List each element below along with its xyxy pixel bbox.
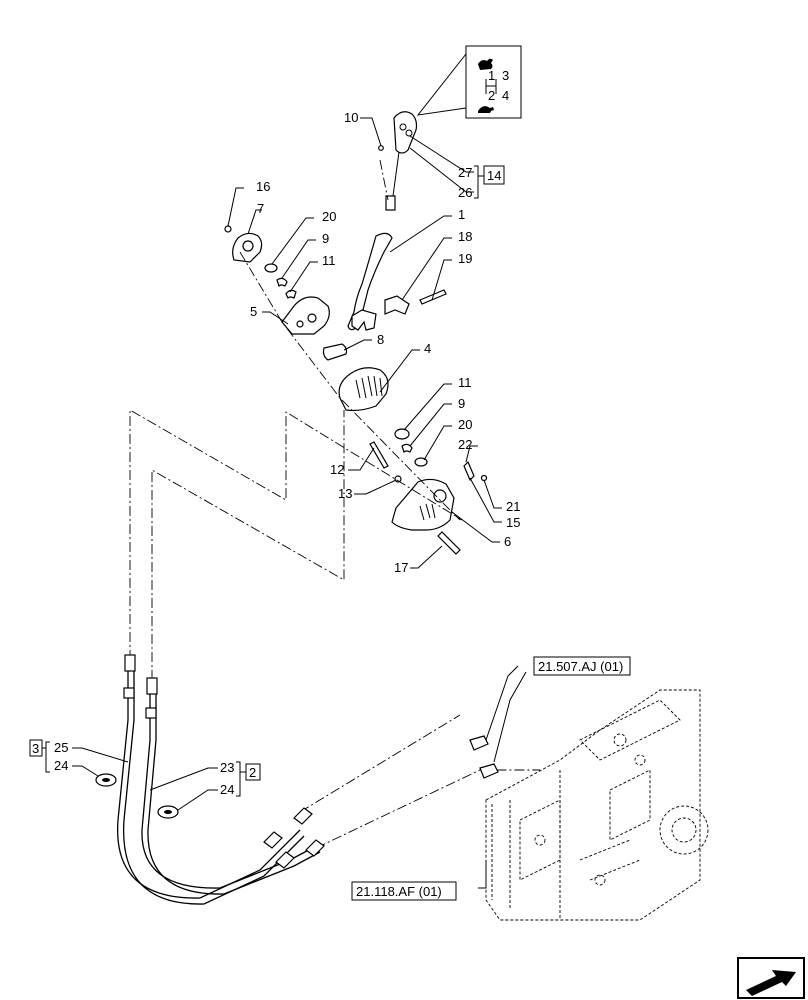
fitting-upper xyxy=(469,735,489,751)
part-8-shaft xyxy=(322,343,348,361)
part-18-bracket xyxy=(384,295,410,315)
bracket-3 xyxy=(45,741,50,773)
bracket-2 xyxy=(236,761,241,797)
group-3-box xyxy=(29,739,43,757)
callout-11-lower: 11 xyxy=(458,375,472,390)
gear-label-1: 1 xyxy=(488,68,495,83)
gear-knob xyxy=(385,111,418,211)
callout-24-right: 24 xyxy=(220,782,234,797)
part-16-bolt xyxy=(224,225,232,233)
callout-24-left: 24 xyxy=(54,758,68,773)
callout-2: 2 xyxy=(249,765,256,780)
fitting-lower xyxy=(479,763,499,779)
callout-12: 12 xyxy=(330,462,344,477)
callout-11-upper: 11 xyxy=(322,253,336,268)
centerline-knob xyxy=(379,159,389,201)
ref-box-top[interactable] xyxy=(533,656,631,676)
group-brackets xyxy=(42,165,484,797)
gear-label-3: 3 xyxy=(502,68,509,83)
gear-pattern-inset: 1 3 2 4 xyxy=(416,45,522,119)
shift-cables xyxy=(116,654,325,905)
callout-21: 21 xyxy=(506,499,520,514)
callout-18: 18 xyxy=(458,229,472,244)
part-12-bolt xyxy=(369,441,389,469)
centerline-cable-a xyxy=(129,409,463,660)
callout-7: 7 xyxy=(257,201,264,216)
part-11-ring-lower xyxy=(394,428,410,440)
part-9-clip-upper xyxy=(276,277,288,288)
part-10-screw xyxy=(378,145,384,151)
centerline-cable-end-a xyxy=(299,714,461,813)
callout-17: 17 xyxy=(394,560,408,575)
part-9-clip-lower xyxy=(401,443,413,454)
centerline-cable-b xyxy=(151,410,345,680)
part-11-ring-upper xyxy=(285,289,297,300)
gear-label-4: 4 xyxy=(502,88,509,103)
callout-19: 19 xyxy=(458,251,472,266)
part-13-nut xyxy=(394,475,402,483)
gear-lever xyxy=(347,232,393,331)
part-20-washer-lower xyxy=(414,457,428,467)
lever-fork xyxy=(351,309,377,331)
callout-4: 4 xyxy=(424,341,431,356)
cable-25 xyxy=(116,668,301,899)
callout-27: 27 xyxy=(458,165,472,180)
transmission-housing xyxy=(485,689,709,921)
bracket-14 xyxy=(474,165,479,199)
part-22-clip xyxy=(463,460,475,482)
gear-pattern-frame xyxy=(465,45,522,119)
part-4-housing xyxy=(338,367,389,412)
callout-3: 3 xyxy=(32,741,39,756)
callout-9-lower: 9 xyxy=(458,396,465,411)
part-17-pin xyxy=(437,531,461,555)
next-page-arrow-icon[interactable] xyxy=(737,957,805,999)
cable-end-lower-b xyxy=(305,839,325,857)
callout-26: 26 xyxy=(458,185,472,200)
callout-16: 16 xyxy=(256,179,270,194)
callout-23: 23 xyxy=(220,760,234,775)
callout-10: 10 xyxy=(344,110,358,125)
part-20-washer-upper xyxy=(264,263,278,273)
inset-pointer-line xyxy=(416,53,467,116)
callout-22: 22 xyxy=(458,437,472,452)
group-14-box xyxy=(483,165,505,185)
rabbit-icon xyxy=(478,58,493,70)
part-5-housing xyxy=(281,296,330,335)
callout-20-lower: 20 xyxy=(458,417,472,432)
cable-end-upper-b xyxy=(146,677,158,695)
callout-6: 6 xyxy=(504,534,511,549)
cable-end-upper-a xyxy=(124,654,136,672)
callout-13: 13 xyxy=(338,486,352,501)
callout-15: 15 xyxy=(506,515,520,530)
leader-lines xyxy=(72,117,527,889)
ref-bottom-label[interactable]: 21.118.AF (01) xyxy=(356,884,442,899)
callout-5: 5 xyxy=(250,304,257,319)
ref-box-bottom[interactable] xyxy=(351,881,457,901)
group-2-box xyxy=(245,763,261,781)
callout-25: 25 xyxy=(54,740,68,755)
callout-20-upper: 20 xyxy=(322,209,336,224)
callout-1: 1 xyxy=(458,207,465,222)
gear-label-2: 2 xyxy=(488,88,495,103)
turtle-icon xyxy=(478,106,494,113)
cable-end-lower-a xyxy=(293,807,313,825)
ref-top-label[interactable]: 21.507.AJ (01) xyxy=(538,659,623,674)
part-21-pin xyxy=(480,474,488,482)
callout-9-upper: 9 xyxy=(322,231,329,246)
callout-8: 8 xyxy=(377,332,384,347)
callout-14: 14 xyxy=(487,168,501,183)
centerline-cable-end-b xyxy=(315,769,540,849)
centerline-main xyxy=(239,251,461,521)
